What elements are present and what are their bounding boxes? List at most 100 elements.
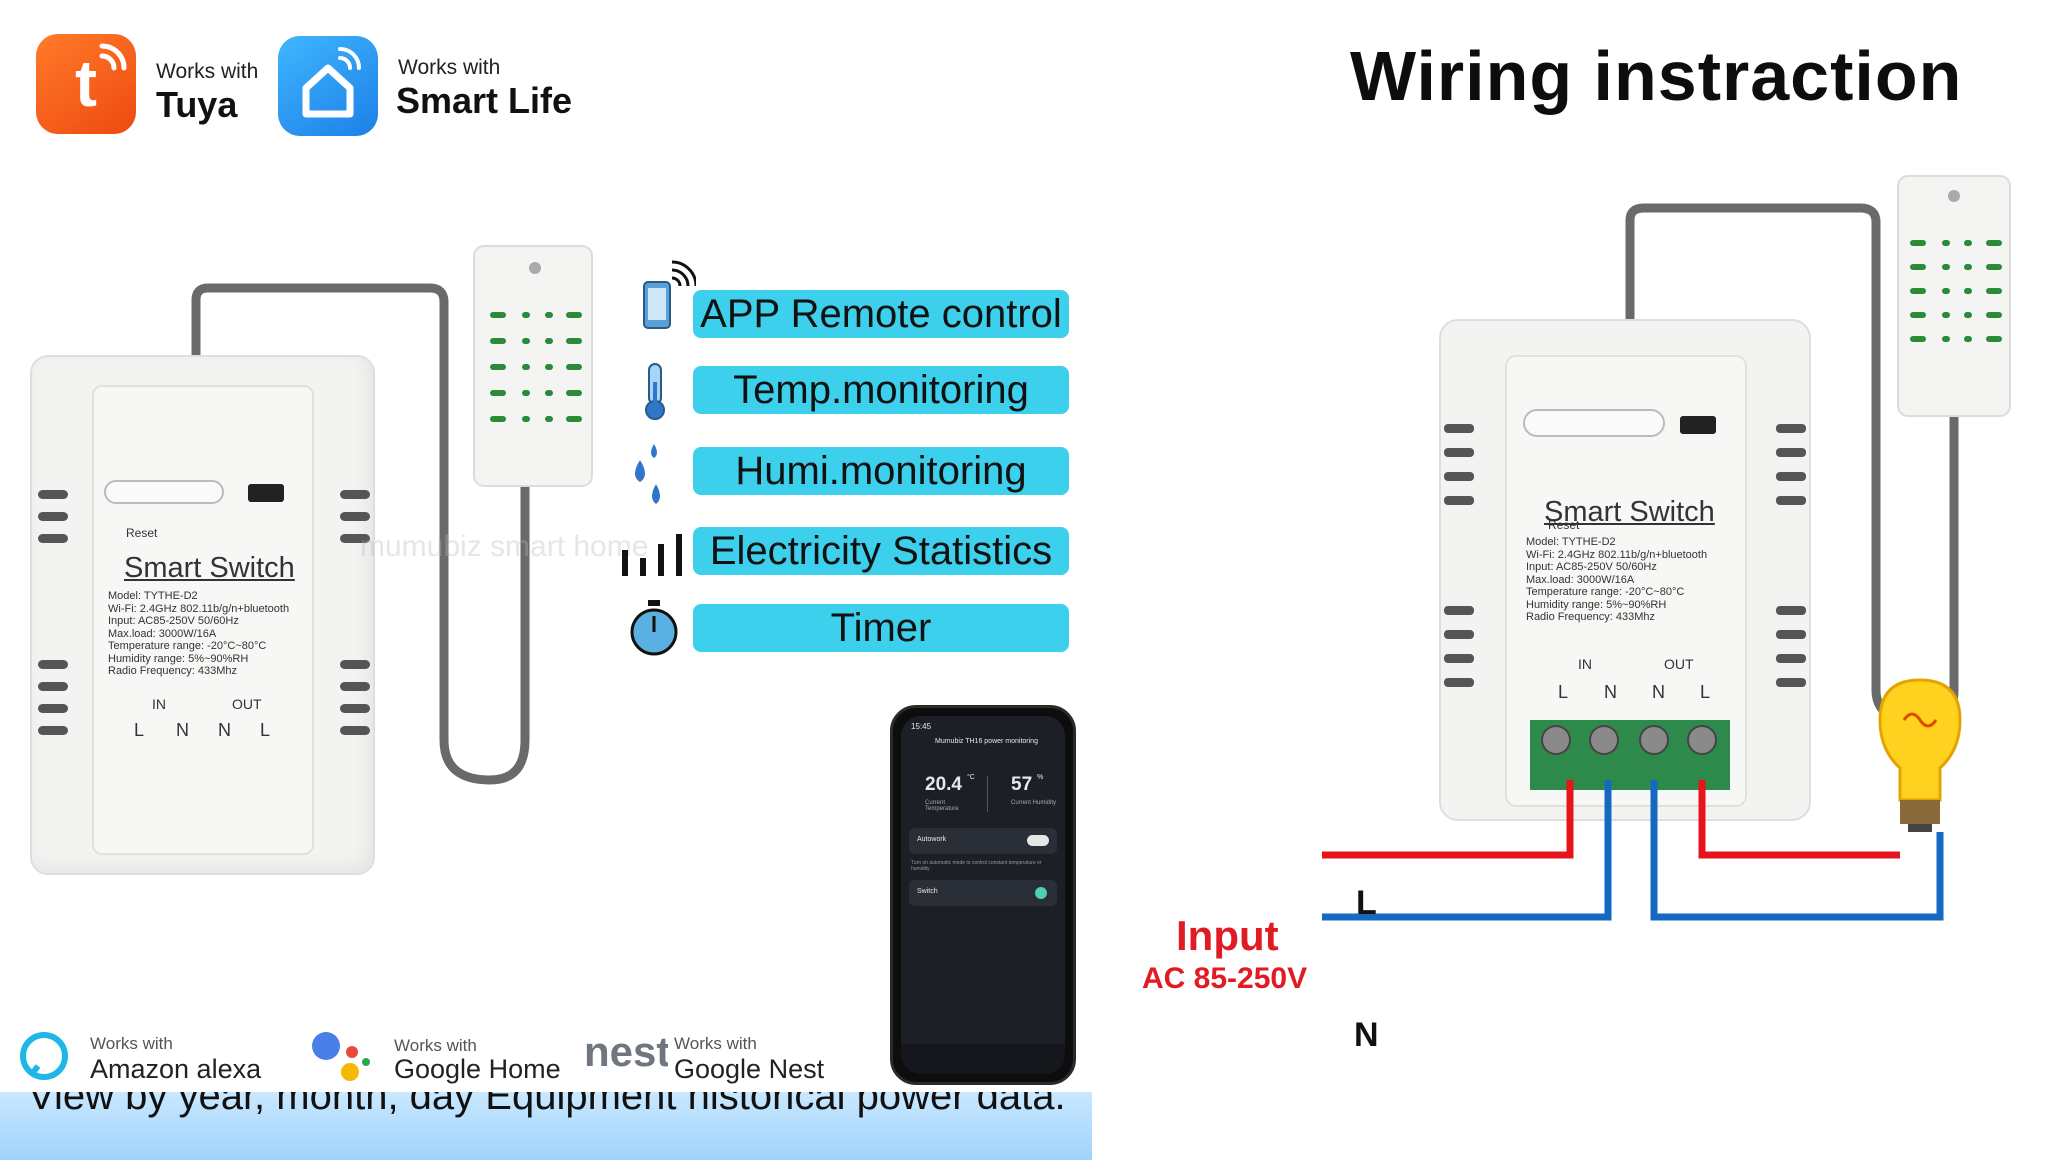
vent bbox=[340, 682, 370, 691]
tuya-logo-icon: t bbox=[36, 34, 136, 134]
water-drops-icon bbox=[635, 444, 660, 504]
terminal-label: N bbox=[176, 720, 189, 740]
spec-line: Radio Frequency: 433Mhz bbox=[1526, 611, 1656, 623]
vent bbox=[38, 660, 68, 669]
out-label: OUT bbox=[232, 696, 262, 712]
phone-screen: 15:45 Mumubiz TH16 power monitoring 20.4… bbox=[901, 716, 1065, 1074]
nest-logo-icon: nest bbox=[584, 1028, 668, 1075]
tuya-works-with: Works with bbox=[156, 60, 259, 83]
spec-line: Temperature range: -20°C~80°C bbox=[108, 640, 267, 652]
phone-autowork-label: Autowork bbox=[917, 836, 947, 843]
smart-life-name: Smart Life bbox=[396, 80, 573, 121]
phone-hum-label: Current Humidity bbox=[1011, 800, 1057, 806]
left-device-cable-icon bbox=[191, 245, 593, 785]
reset-label-right: Reset bbox=[1548, 518, 1580, 532]
in-label-right: IN bbox=[1578, 656, 1592, 672]
spec-line: Model: TYTHE-D2 bbox=[108, 590, 198, 602]
vent bbox=[38, 682, 68, 691]
alexa-icon bbox=[20, 1032, 68, 1080]
vent bbox=[340, 534, 370, 543]
svg-text:nest: nest bbox=[584, 1028, 668, 1075]
alexa-works-with: Works with bbox=[90, 1034, 173, 1053]
svg-text:t: t bbox=[75, 46, 97, 120]
smart-life-logo-icon bbox=[278, 36, 378, 136]
phone-hum-value: 57 bbox=[1011, 774, 1033, 795]
phone-time: 15:45 bbox=[911, 722, 932, 731]
stopwatch-icon bbox=[630, 600, 678, 656]
reset-slot bbox=[104, 480, 224, 504]
phone-divider bbox=[987, 776, 988, 812]
nest-works-with: Works with bbox=[674, 1034, 757, 1053]
device-specs-right: Model: TYTHE-D2 Wi-Fi: 2.4GHz 802.11b/g/… bbox=[1526, 536, 1736, 624]
feature-app-remote-control: APP Remote control bbox=[693, 290, 1069, 338]
left-device-face bbox=[92, 385, 314, 855]
vent bbox=[38, 512, 68, 521]
device-name-right: Smart Switch bbox=[1544, 496, 1715, 528]
feature-timer: Timer bbox=[693, 604, 1069, 652]
autowork-toggle[interactable] bbox=[1027, 835, 1049, 846]
vent bbox=[38, 704, 68, 713]
vent bbox=[340, 660, 370, 669]
vent bbox=[340, 726, 370, 735]
spec-line: Humidity range: 5%~90%RH bbox=[108, 652, 249, 665]
vent bbox=[340, 704, 370, 713]
wiring-diagram bbox=[1322, 175, 2011, 921]
phone-autowork-row[interactable]: Autowork bbox=[909, 828, 1057, 854]
phone-switch-label: Switch bbox=[917, 888, 938, 895]
spec-line: Wi-Fi: 2.4GHz 802.11b/g/n+bluetooth bbox=[1526, 548, 1708, 561]
bottom-strip: View by year, month, day Equipment histo… bbox=[0, 1092, 1092, 1160]
phone-header: Mumubiz TH16 power monitoring bbox=[935, 738, 1038, 745]
spec-line: Input: AC85-250V 50/60Hz bbox=[108, 615, 239, 627]
thermometer-icon bbox=[645, 363, 665, 420]
vent bbox=[38, 726, 68, 735]
terminal-label: N bbox=[218, 720, 231, 740]
phone-temp-label: Current Temperature bbox=[925, 800, 959, 812]
switch-indicator-icon[interactable] bbox=[1035, 887, 1047, 899]
vent bbox=[340, 490, 370, 499]
spec-line: Humidity range: 5%~90%RH bbox=[1526, 598, 1667, 611]
google-assistant-icon bbox=[312, 1032, 370, 1081]
vent bbox=[38, 534, 68, 543]
watermark: mumubiz smart home bbox=[360, 530, 649, 563]
phone-temp-unit: °C bbox=[967, 774, 975, 781]
terminal-label: L bbox=[134, 720, 145, 740]
alexa-name: Amazon alexa bbox=[90, 1054, 262, 1084]
phone-mockup: 15:45 Mumubiz TH16 power monitoring 20.4… bbox=[890, 705, 1076, 1085]
vent bbox=[38, 490, 68, 499]
terminal-label-right: N bbox=[1604, 682, 1617, 702]
phone-tabbar bbox=[901, 1044, 1065, 1074]
ac-range-label: AC 85-250V bbox=[1142, 962, 1308, 995]
indicator-led bbox=[248, 484, 284, 502]
wire-n-label: N bbox=[1354, 1016, 1379, 1054]
vent bbox=[340, 512, 370, 521]
spec-line: Max.load: 3000W/16A bbox=[1526, 573, 1635, 586]
input-label: Input bbox=[1176, 912, 1279, 959]
phone-autowork-desc: Turn on automatic mode to control consta… bbox=[911, 860, 1042, 872]
feature-humi-monitoring: Humi.monitoring bbox=[693, 447, 1069, 495]
out-label-right: OUT bbox=[1664, 656, 1694, 672]
terminal-label: L bbox=[260, 720, 271, 740]
wire-l-label: L bbox=[1356, 884, 1377, 922]
feature-temp-monitoring: Temp.monitoring bbox=[693, 366, 1069, 414]
google-home-works-with: Works with bbox=[394, 1036, 477, 1055]
tuya-name: Tuya bbox=[156, 84, 238, 125]
smart-life-works-with: Works with bbox=[398, 56, 501, 79]
in-label: IN bbox=[152, 696, 166, 712]
spec-line: Temperature range: -20°C~80°C bbox=[1526, 586, 1685, 598]
terminal-label-right: L bbox=[1700, 682, 1711, 702]
phone-remote-icon bbox=[643, 260, 696, 329]
phone-switch-row[interactable]: Switch bbox=[909, 880, 1057, 906]
strip-text: View by year, month, day Equipment histo… bbox=[28, 1092, 1066, 1118]
terminal-label-right: N bbox=[1652, 682, 1665, 702]
page-title: Wiring instraction bbox=[1350, 37, 1963, 115]
phone-temp-value: 20.4 bbox=[925, 774, 962, 795]
spec-line: Radio Frequency: 433Mhz bbox=[108, 665, 238, 677]
spec-line: Model: TYTHE-D2 bbox=[1526, 536, 1616, 548]
phone-hum-unit: % bbox=[1037, 774, 1044, 781]
spec-line: Input: AC85-250V 50/60Hz bbox=[1526, 561, 1657, 573]
reset-label: Reset bbox=[126, 526, 158, 540]
bar-chart-icon bbox=[622, 534, 682, 576]
google-home-name: Google Home bbox=[394, 1054, 561, 1084]
feature-electricity-statistics: Electricity Statistics bbox=[693, 527, 1069, 575]
spec-line: Wi-Fi: 2.4GHz 802.11b/g/n+bluetooth bbox=[108, 602, 290, 615]
